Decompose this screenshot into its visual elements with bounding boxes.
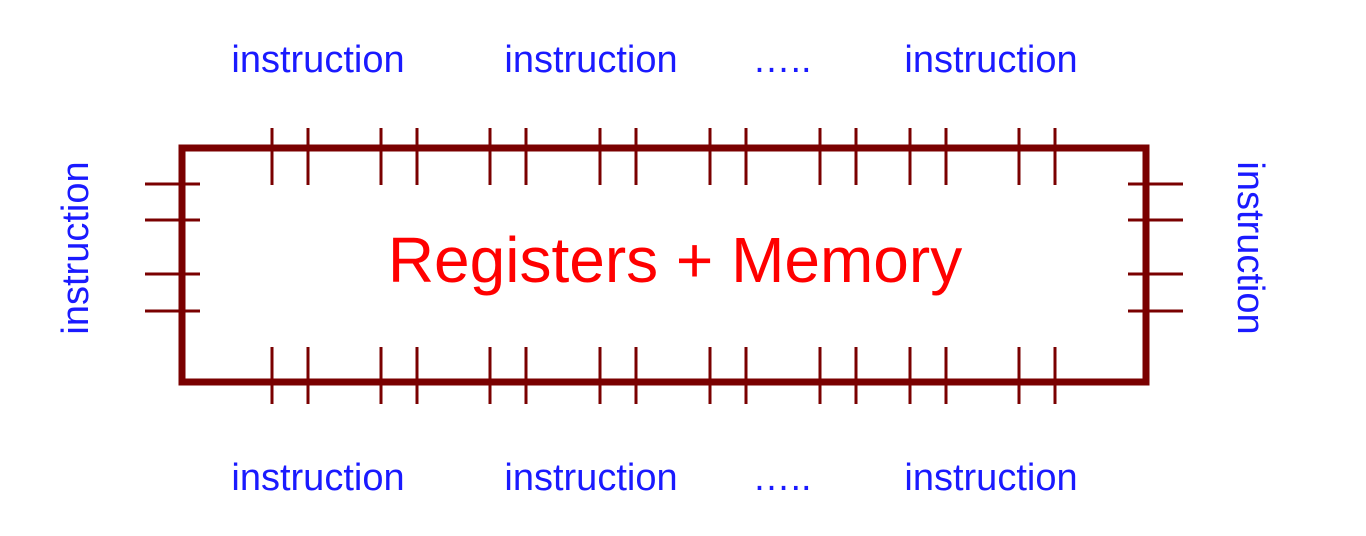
left-label: instruction (55, 161, 97, 334)
center-label: Registers + Memory (388, 224, 962, 296)
bottom-label-1: instruction (231, 457, 404, 499)
left-pins (145, 182, 200, 313)
top-ellipsis: ….. (752, 39, 811, 81)
registers-memory-box (178, 144, 1150, 386)
bottom-ellipsis: ….. (752, 457, 811, 499)
top-label-1: instruction (231, 39, 404, 81)
bottom-pins (270, 347, 1057, 404)
top-label-3: instruction (904, 39, 1077, 81)
right-pins (1128, 182, 1183, 313)
top-label-2: instruction (504, 39, 677, 81)
top-pins (270, 128, 1057, 185)
bottom-label-3: instruction (904, 457, 1077, 499)
bottom-label-2: instruction (504, 457, 677, 499)
right-label: instruction (1229, 161, 1271, 334)
